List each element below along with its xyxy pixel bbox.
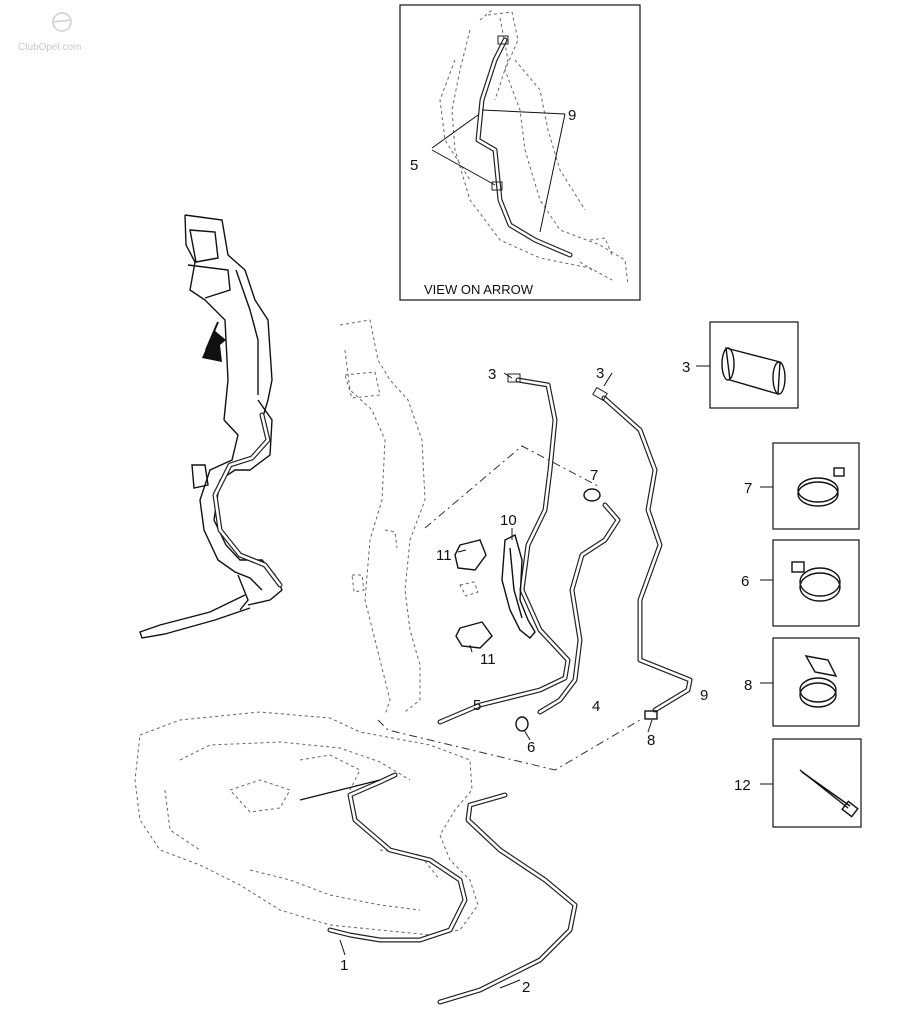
part-box-6 [760, 539, 860, 627]
side-callout-3: 3 [682, 359, 690, 376]
callout-1: 1 [340, 957, 348, 974]
part-box-3 [696, 321, 799, 409]
tank-connector-pipe [299, 779, 381, 801]
fuel-line-5 [437, 373, 571, 725]
guide-line-bottom [377, 719, 641, 771]
side-callout-12: 12 [734, 777, 751, 794]
callout-11-bottom: 11 [480, 651, 496, 668]
callout-8: 8 [647, 732, 655, 749]
fuel-line-9 [592, 386, 693, 713]
side-callout-8: 8 [744, 677, 752, 694]
inset-caption: VIEW ON ARROW [424, 282, 534, 297]
callout-11-top: 11 [436, 547, 452, 564]
clamp-6-small [515, 716, 529, 732]
clip-8-small [644, 710, 658, 720]
fuel-line-1 [327, 772, 468, 943]
hose-4 [537, 502, 621, 715]
filler-neck-ghost [339, 319, 426, 716]
inset-callout-9: 9 [568, 107, 576, 124]
callout-3-left: 3 [488, 366, 496, 383]
seal-11-top [454, 539, 487, 571]
seal-11-bottom [455, 621, 493, 649]
callout-7: 7 [590, 467, 598, 484]
fuel-line-2 [437, 792, 578, 1005]
clamp-7-small [583, 488, 601, 502]
side-callout-7: 7 [744, 480, 752, 497]
part-box-12 [760, 738, 862, 828]
part-box-8 [760, 637, 860, 727]
watermark: ClubOpel.com [18, 12, 81, 53]
inset-callout-5: 5 [410, 157, 418, 174]
callout-5: 5 [473, 697, 481, 714]
callout-3-right: 3 [596, 365, 604, 382]
inset-view-box [399, 4, 641, 301]
callout-6: 6 [527, 739, 535, 756]
side-callout-6: 6 [741, 573, 749, 590]
callout-4: 4 [592, 698, 600, 715]
fuel-tank-ghost [134, 711, 479, 936]
svg-text:ClubOpel.com: ClubOpel.com [18, 42, 81, 53]
filler-neck-assembly [139, 214, 283, 639]
callout-10: 10 [500, 512, 517, 529]
guide-line-top [424, 445, 599, 529]
callout-9: 9 [700, 687, 708, 704]
callout-2: 2 [522, 979, 530, 996]
part-box-7 [760, 442, 860, 530]
bracket-10 [501, 533, 536, 639]
